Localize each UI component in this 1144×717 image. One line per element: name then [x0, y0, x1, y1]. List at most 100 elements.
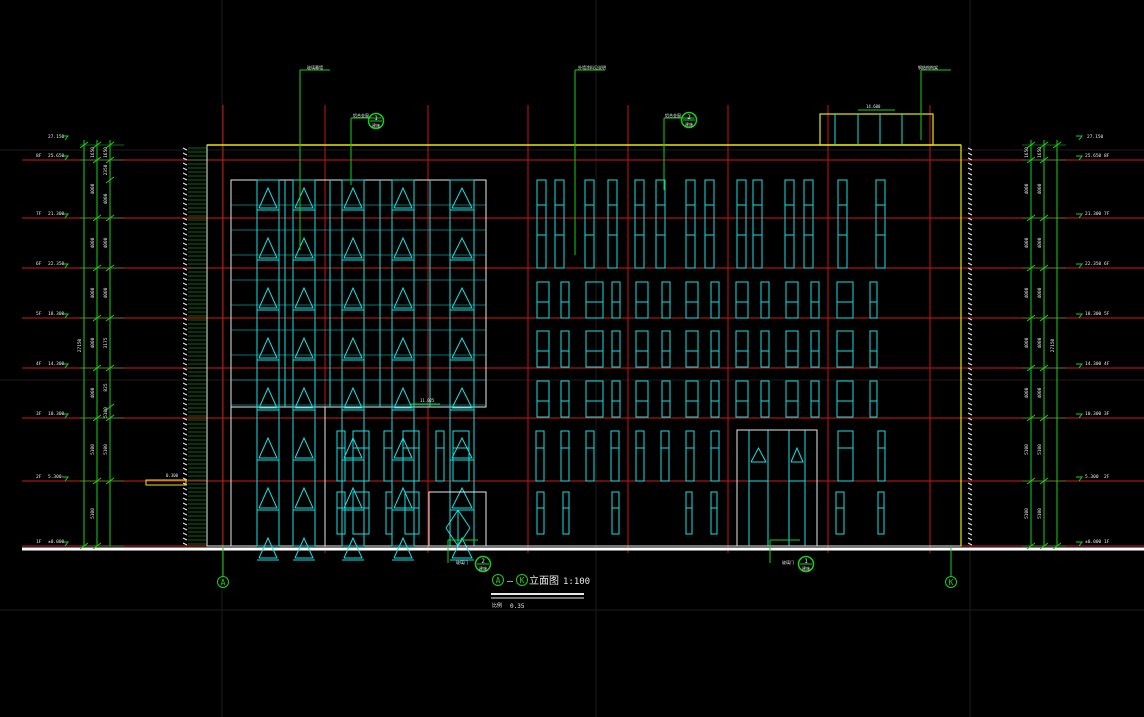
level-elevation-left: 10.300	[48, 411, 65, 417]
level-floor-left: 7F	[36, 211, 42, 217]
left-dim-segment: 4000	[90, 387, 96, 398]
right-dim-segment: 1650	[1037, 147, 1043, 158]
level-floor-left: 1F	[36, 539, 42, 545]
right-dim-segment: 5100	[1037, 508, 1043, 519]
level-marker-left	[62, 213, 69, 219]
level-floor-left: 8F	[36, 153, 42, 159]
callout-number: 2	[687, 114, 691, 121]
title-dash: —	[507, 576, 514, 587]
level-marker-right	[1076, 476, 1083, 482]
leader-text-window-a: 铝合金窗	[353, 112, 369, 118]
level-floor-right: 6F	[1104, 261, 1110, 267]
axis-bubble-k	[945, 576, 957, 588]
left-inner-dim-segment: 4000	[103, 193, 109, 204]
annotation-leaders: 玻璃幕墙外墙涂料见说明钢结构构架铝合金窗铝合金窗玻璃门玻璃门	[299, 64, 951, 565]
level-elevation-right: ±0.000	[1085, 539, 1102, 545]
left-dim-total: 27150	[77, 338, 83, 352]
level-elevation-left: 5.300	[48, 474, 62, 480]
left-dim-segment: 5100	[90, 508, 96, 519]
level-floor-left: 5F	[36, 311, 42, 317]
title-name: 立面图	[529, 574, 559, 587]
level-elevation-right: 14.300	[1085, 361, 1102, 367]
right-inner-dim-segment: 4000	[1024, 387, 1030, 398]
left-dim-segment: 4000	[90, 287, 96, 298]
left-dim-segment: 4000	[90, 237, 96, 248]
level-floor-right: 5F	[1104, 311, 1110, 317]
level-marker-right	[1076, 263, 1083, 269]
left-dim-segment: 4000	[90, 183, 96, 194]
right-inner-dim-segment: 4000	[1024, 183, 1030, 194]
level-elevation-left: 25.650	[48, 153, 65, 159]
level-elevation-left: 22.350	[48, 261, 65, 267]
callout-sheet: 建施	[685, 121, 693, 127]
level-floor-left: 4F	[36, 361, 42, 367]
roof-level-right: 27.150	[1087, 134, 1104, 140]
right-inner-dim-segment: 5100	[1024, 508, 1030, 519]
curtain-wall-frame	[230, 179, 487, 408]
left-inner-dim-segment: 825	[103, 383, 109, 391]
right-dim-segment: 5100	[1037, 444, 1043, 455]
left-dim-segment: 5100	[90, 444, 96, 455]
level-elevation-right: 22.350	[1085, 261, 1102, 267]
podium-level-label: 11.025	[420, 398, 435, 403]
level-marker-right	[1076, 313, 1083, 319]
drawing-title-block: A — K 立面图 1:100 比例 0.35	[491, 574, 590, 610]
scale-note-value: 0.35	[510, 603, 525, 610]
level-floor-right: 8F	[1104, 153, 1110, 159]
callout-sheet: 建施	[802, 565, 810, 571]
axis-label-a: A	[221, 578, 226, 587]
level-marker-left	[62, 313, 69, 319]
level-floor-left: 2F	[36, 474, 42, 480]
right-inner-dim-segment: 5100	[1024, 444, 1030, 455]
level-marker-left	[62, 363, 69, 369]
title-axis-to-bubble	[516, 574, 528, 586]
axis-label-k: K	[949, 578, 954, 587]
left-inner-dim-segment: 5100	[103, 444, 109, 455]
callout-number: 2	[481, 558, 485, 565]
right-inner-dim-segment: 4000	[1024, 287, 1030, 298]
level-marker-right	[1076, 541, 1083, 547]
right-dim-segment: 4000	[1037, 183, 1043, 194]
title-axis-from: A	[496, 576, 501, 585]
level-marker-right	[1076, 213, 1083, 219]
left-inner-dim-segment: 3175	[103, 337, 109, 348]
level-marker-left	[62, 476, 69, 482]
level-elevation-right: 5.300	[1085, 474, 1099, 480]
entrance-doors	[428, 429, 818, 547]
roof-structure	[819, 113, 934, 146]
level-elevation-right: 10.300	[1085, 411, 1102, 417]
level-marker-right	[1076, 413, 1083, 419]
left-inner-dim-segment: 2350	[103, 164, 109, 175]
grid-axis-bubbles: A K	[217, 546, 957, 588]
level-floor-right: 3F	[1104, 411, 1110, 417]
misc-labels: 11.025 0.300	[145, 398, 440, 486]
parapet-dimension: 14.600	[866, 104, 881, 109]
title-axis-to: K	[520, 576, 525, 585]
callout-bubble	[474, 555, 492, 573]
windows-layer	[231, 179, 886, 561]
right-inner-dim-segment: 1650	[1024, 147, 1030, 158]
level-elevation-right: 18.300	[1085, 311, 1102, 317]
column-axis-lines	[222, 105, 931, 553]
axis-bubble-a	[217, 576, 229, 588]
level-floor-left: 6F	[36, 261, 42, 267]
title-axis-from-bubble	[492, 574, 504, 586]
right-dim-segment: 4000	[1037, 287, 1043, 298]
level-floor-right: 1F	[1104, 539, 1110, 545]
left-inner-dim-segment: 5100	[103, 407, 109, 418]
level-elevation-left: 18.300	[48, 311, 65, 317]
level-floor-right: 4F	[1104, 361, 1110, 367]
level-marker-right	[1076, 155, 1083, 161]
right-dim-segment: 4000	[1037, 387, 1043, 398]
leader-text-facade-paint: 外墙涂料见说明	[578, 64, 606, 70]
title-scale: 1:100	[563, 577, 590, 587]
dimension-strings: 1650 4000 4000 4000 4000 4000 5100 5100 1650 2350…	[77, 140, 1066, 550]
end-wall-hatching	[182, 145, 973, 546]
right-inner-dim-segment: 4000	[1024, 237, 1030, 248]
callout-sheet: 建施	[372, 122, 380, 128]
level-marker-right	[1076, 363, 1083, 369]
level-elevation-left: 21.300	[48, 211, 65, 217]
